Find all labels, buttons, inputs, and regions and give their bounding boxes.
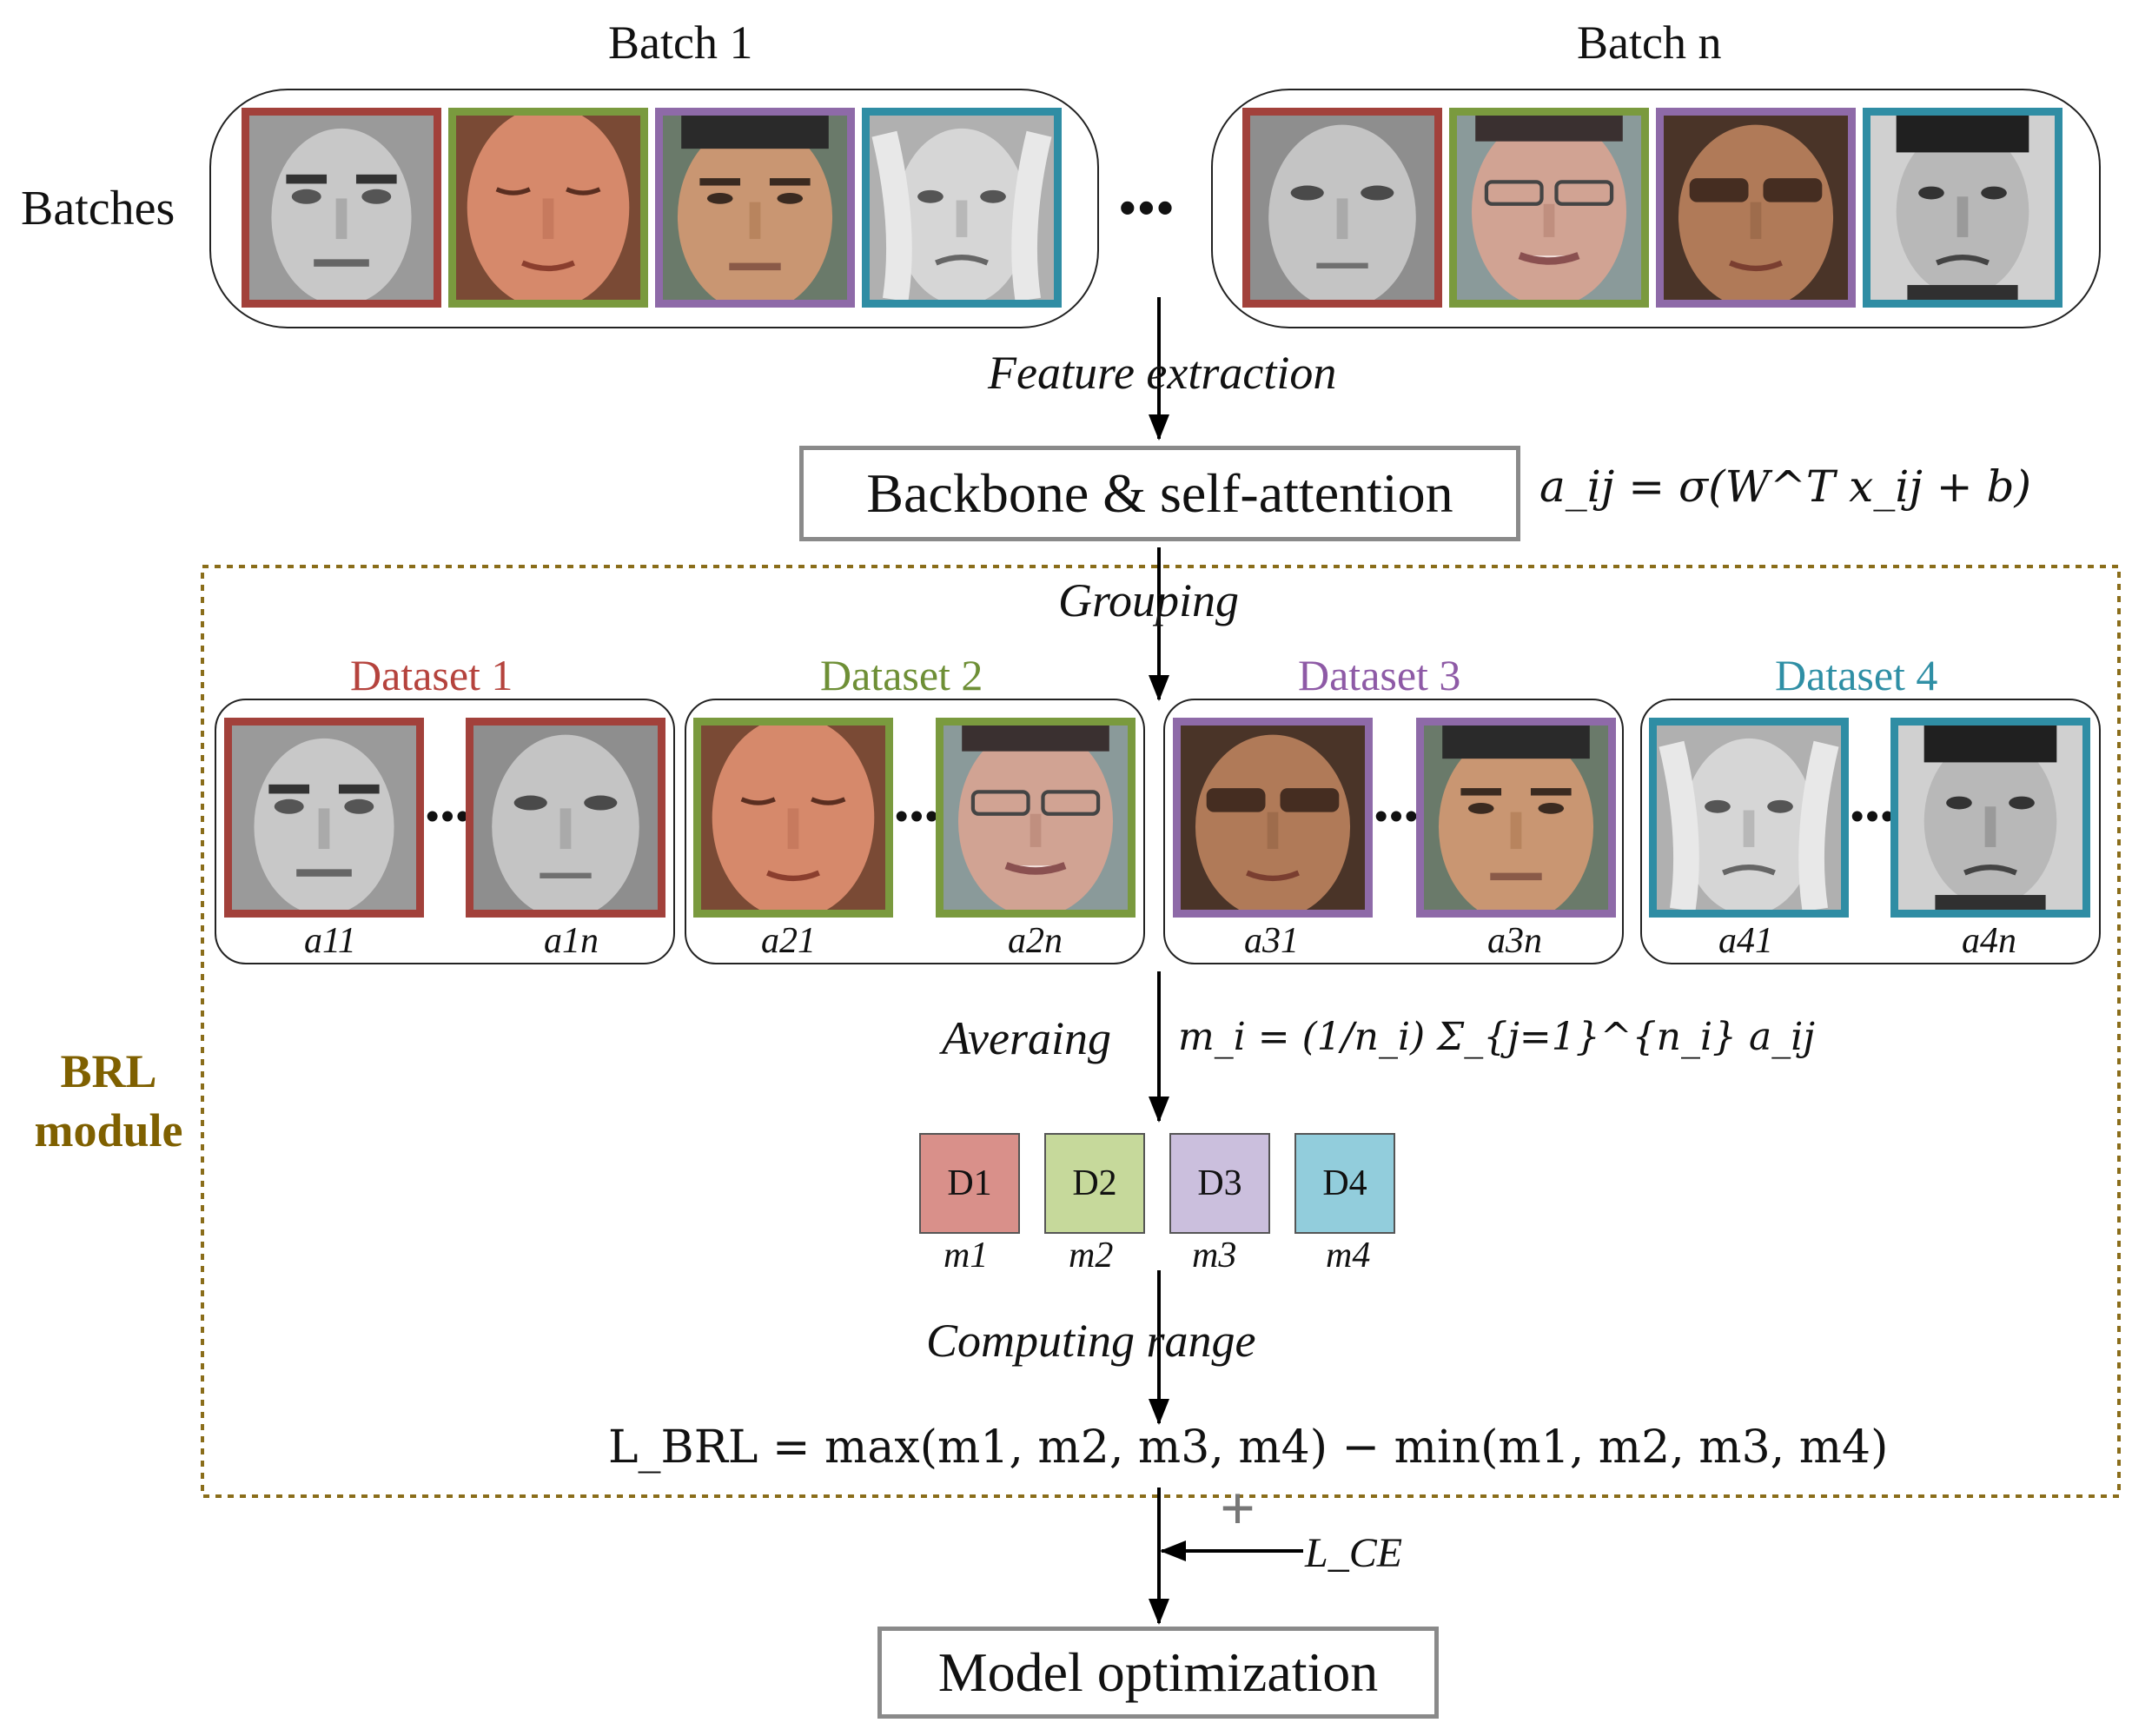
batch-ellipsis: ••• [1119, 182, 1175, 235]
attention-label: a4n [1962, 921, 2016, 961]
brl-module-label-line2: module [34, 1103, 183, 1156]
attention-label: a1n [544, 921, 599, 961]
batch-n-container [1211, 89, 2101, 328]
face-photo-color [1181, 726, 1365, 910]
attention-formula: a_ij = σ(W^T x_ij + b) [1539, 461, 2032, 512]
model-optimization-box: Model optimization [877, 1627, 1439, 1719]
dataset-2-group [685, 699, 1145, 964]
face-image [1649, 718, 1849, 918]
mean-label: m1 [944, 1236, 989, 1275]
dataset-3-ellipsis: ••• [1374, 795, 1420, 838]
face-image [936, 718, 1136, 918]
face-photo-color [1424, 726, 1608, 910]
face-image [1173, 718, 1373, 918]
attention-label: a11 [304, 921, 356, 961]
face-photo-gray [1657, 726, 1841, 910]
dataset-1-title: Dataset 1 [350, 651, 513, 699]
face-photo-gray [249, 116, 434, 300]
face-photo-gray [232, 726, 416, 910]
face-photo-gray [1870, 116, 2055, 300]
batch-n-title: Batch n [1577, 17, 1722, 69]
dataset-1-group [215, 699, 675, 964]
domain-box-d2: D2 [1044, 1133, 1145, 1234]
face-image [655, 108, 855, 308]
face-image [224, 718, 424, 918]
dataset-1-ellipsis: ••• [426, 795, 472, 838]
batch-1-title: Batch 1 [608, 17, 753, 69]
batch-1-container [209, 89, 1099, 328]
face-image [242, 108, 441, 308]
face-image [1416, 718, 1616, 918]
attention-label: a41 [1718, 921, 1773, 961]
face-photo-color [1664, 116, 1848, 300]
attention-label: a21 [761, 921, 816, 961]
face-photo-color [701, 726, 885, 910]
grouping-label: Grouping [1058, 574, 1240, 626]
face-image [693, 718, 893, 918]
domain-box-d4: D4 [1294, 1133, 1395, 1234]
brl-loss-formula: L_BRL = max(m1, m2, m3, m4) − min(m1, m2… [608, 1421, 1889, 1474]
averaging-label: Averaing [942, 1012, 1111, 1064]
backbone-self-attention-box: Backbone & self-attention [799, 446, 1520, 541]
face-photo-gray [1898, 726, 2082, 910]
face-photo-color [1457, 116, 1641, 300]
mean-label: m2 [1069, 1236, 1114, 1275]
face-image [1656, 108, 1856, 308]
face-photo-color [663, 116, 847, 300]
brl-module-label: BRL module [17, 1043, 200, 1160]
domain-box-d3: D3 [1169, 1133, 1270, 1234]
dataset-2-title: Dataset 2 [820, 651, 983, 699]
face-image [1449, 108, 1649, 308]
dataset-4-group [1640, 699, 2101, 964]
dataset-3-title: Dataset 3 [1298, 651, 1461, 699]
dataset-4-ellipsis: ••• [1851, 795, 1897, 838]
attention-label: a3n [1487, 921, 1542, 961]
face-photo-gray [870, 116, 1054, 300]
face-photo-gray [1250, 116, 1434, 300]
feature-extraction-label: Feature extraction [988, 347, 1337, 399]
ce-loss-label: L_CE [1305, 1530, 1403, 1576]
face-photo-color [944, 726, 1128, 910]
computing-range-label: Computing range [926, 1315, 1256, 1367]
plus-icon: + [1220, 1474, 1256, 1543]
mean-label: m3 [1192, 1236, 1237, 1275]
mean-label: m4 [1326, 1236, 1371, 1275]
face-image [1242, 108, 1442, 308]
face-image [448, 108, 648, 308]
brl-module-label-line1: BRL [60, 1045, 157, 1097]
face-image [862, 108, 1062, 308]
face-image [466, 718, 665, 918]
attention-label: a2n [1008, 921, 1063, 961]
batches-label: Batches [21, 182, 175, 235]
attention-label: a31 [1244, 921, 1299, 961]
domain-box-d1: D1 [919, 1133, 1020, 1234]
dataset-4-title: Dataset 4 [1775, 651, 1938, 699]
face-photo-gray [473, 726, 658, 910]
face-photo-color [456, 116, 640, 300]
face-image [1863, 108, 2062, 308]
dataset-2-ellipsis: ••• [895, 795, 941, 838]
mean-formula: m_i = (1/n_i) Σ_{j=1}^{n_i} a_ij [1178, 1015, 1815, 1059]
dataset-3-group [1163, 699, 1624, 964]
face-image [1890, 718, 2090, 918]
